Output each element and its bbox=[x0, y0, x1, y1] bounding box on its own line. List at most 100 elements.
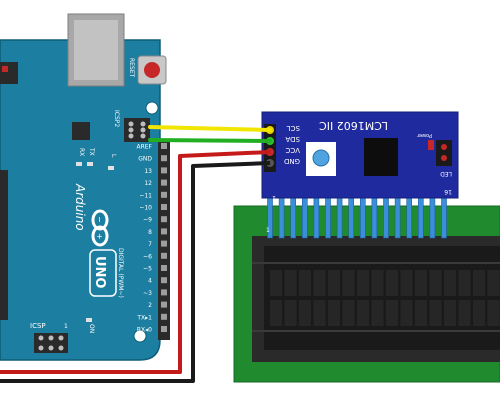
pin-1-label-top: 1 bbox=[272, 194, 276, 201]
lcd-char-cell bbox=[270, 300, 282, 326]
lcd-char-cell bbox=[371, 300, 384, 326]
header-pin[interactable] bbox=[161, 277, 167, 284]
lcd-char-cell bbox=[313, 270, 326, 296]
atmega-chip-edge bbox=[0, 170, 8, 320]
arduino-pcb bbox=[0, 39, 161, 361]
power-label: Power bbox=[416, 132, 432, 138]
rx-label: RX bbox=[78, 148, 85, 156]
pin-label-vcc: VCC bbox=[285, 146, 300, 154]
usb-chip bbox=[72, 122, 90, 140]
power-led bbox=[428, 140, 434, 150]
header-pin-label: 13 bbox=[144, 168, 152, 175]
reset-button[interactable] bbox=[144, 62, 160, 78]
lcd-char-cell bbox=[270, 270, 282, 296]
arduino-logo: − + bbox=[91, 209, 109, 247]
scl-wire bbox=[148, 125, 272, 132]
lcd-char-cell bbox=[328, 300, 340, 326]
l-label: L bbox=[110, 154, 117, 158]
lcd-char-cell bbox=[371, 270, 384, 296]
iic-title: LCM1602 IIC bbox=[319, 119, 388, 132]
lcd-char-cell bbox=[400, 270, 413, 296]
header-pin[interactable] bbox=[161, 143, 167, 149]
l-led bbox=[108, 166, 114, 170]
lcd-char-cell bbox=[357, 300, 369, 326]
contrast-potentiometer[interactable] bbox=[312, 149, 330, 167]
header-pin[interactable] bbox=[161, 155, 167, 162]
header-pin[interactable] bbox=[161, 228, 167, 235]
digital-label: DIGITAL (PWM~) bbox=[117, 248, 124, 298]
lcd-char-cell bbox=[429, 270, 442, 296]
iic-pcb bbox=[261, 111, 459, 199]
lcd-char-cell bbox=[299, 270, 311, 296]
lcd-char-cell bbox=[342, 270, 355, 296]
usb-connector-face bbox=[74, 20, 118, 80]
lcd-char-cell bbox=[284, 270, 297, 296]
lcd-char-cell bbox=[458, 270, 471, 296]
lcd-char-cell bbox=[444, 270, 456, 296]
led-jumper-pin-1 bbox=[441, 144, 447, 150]
digital-header-pins bbox=[161, 143, 167, 332]
voltage-regulator bbox=[0, 62, 18, 84]
header-pin-label: TX▸1 bbox=[136, 314, 152, 321]
lcd-1602-display bbox=[233, 205, 500, 383]
header-pin[interactable] bbox=[161, 179, 167, 186]
pin-label-gnd: GND bbox=[284, 157, 300, 165]
header-pin[interactable] bbox=[161, 265, 167, 271]
lcd-char-cell bbox=[487, 300, 500, 326]
pcf8574-chip bbox=[364, 138, 398, 176]
lcd-char-cell bbox=[429, 300, 442, 326]
lcm1602-iic-module: LCM1602 IIC Power LED 16 1 1 SCL SDA VCC… bbox=[261, 111, 459, 234]
icsp2-label: ICSP2 bbox=[113, 110, 120, 127]
led-jumper[interactable] bbox=[436, 140, 452, 166]
lcd-char-cell bbox=[284, 300, 297, 326]
header-pin[interactable] bbox=[161, 191, 167, 198]
header-pin[interactable] bbox=[161, 252, 167, 259]
header-pin-label: ~6 bbox=[143, 253, 152, 260]
mounting-hole-bottom bbox=[133, 329, 147, 343]
lcd-char-cell bbox=[386, 300, 398, 326]
header-pin[interactable] bbox=[161, 301, 167, 308]
on-label: ON bbox=[88, 324, 95, 333]
gnd-wire bbox=[0, 161, 271, 383]
tx-label: TX bbox=[88, 147, 95, 156]
header-pin[interactable] bbox=[161, 204, 167, 210]
header-pin-label: 12 bbox=[144, 180, 152, 187]
lcd-char-cell bbox=[458, 300, 471, 326]
pin-label-sda: SDA bbox=[285, 135, 300, 143]
lcd-char-cell bbox=[473, 300, 485, 326]
sda-wire bbox=[148, 138, 272, 143]
tx-led bbox=[87, 162, 93, 166]
lcd-char-cell bbox=[415, 270, 427, 296]
vcc-wire bbox=[0, 150, 271, 374]
pin-label-scl: SCL bbox=[287, 124, 300, 132]
header-pin[interactable] bbox=[161, 289, 167, 296]
lcd-character-cells bbox=[270, 270, 500, 326]
header-pin-label: ~3 bbox=[143, 290, 152, 297]
lcd-char-cell bbox=[444, 300, 456, 326]
reset-label: RESET bbox=[128, 58, 135, 78]
lcd-char-cell bbox=[487, 270, 500, 296]
header-pin-label: 4 bbox=[148, 278, 152, 285]
rx-led bbox=[76, 162, 82, 166]
lcd-bezel-line-top bbox=[252, 262, 500, 264]
svg-text:−: − bbox=[95, 216, 104, 223]
header-pin[interactable] bbox=[161, 216, 167, 223]
icsp2-header bbox=[124, 118, 150, 142]
header-pin[interactable] bbox=[161, 167, 167, 174]
lcd-char-cell bbox=[473, 270, 485, 296]
wires bbox=[0, 125, 272, 383]
arduino-brand: Arduino bbox=[73, 183, 87, 231]
lcd-char-cell bbox=[299, 300, 311, 326]
header-pin[interactable] bbox=[161, 326, 167, 332]
svg-text:+: + bbox=[95, 233, 104, 240]
lcd-char-cell bbox=[342, 300, 355, 326]
on-led bbox=[86, 318, 92, 322]
header-pin[interactable] bbox=[161, 240, 167, 247]
header-pin[interactable] bbox=[161, 313, 167, 320]
lcd-char-cell bbox=[313, 300, 326, 326]
led-label: LED bbox=[440, 170, 452, 177]
header-pin-label: AREF bbox=[136, 144, 152, 151]
